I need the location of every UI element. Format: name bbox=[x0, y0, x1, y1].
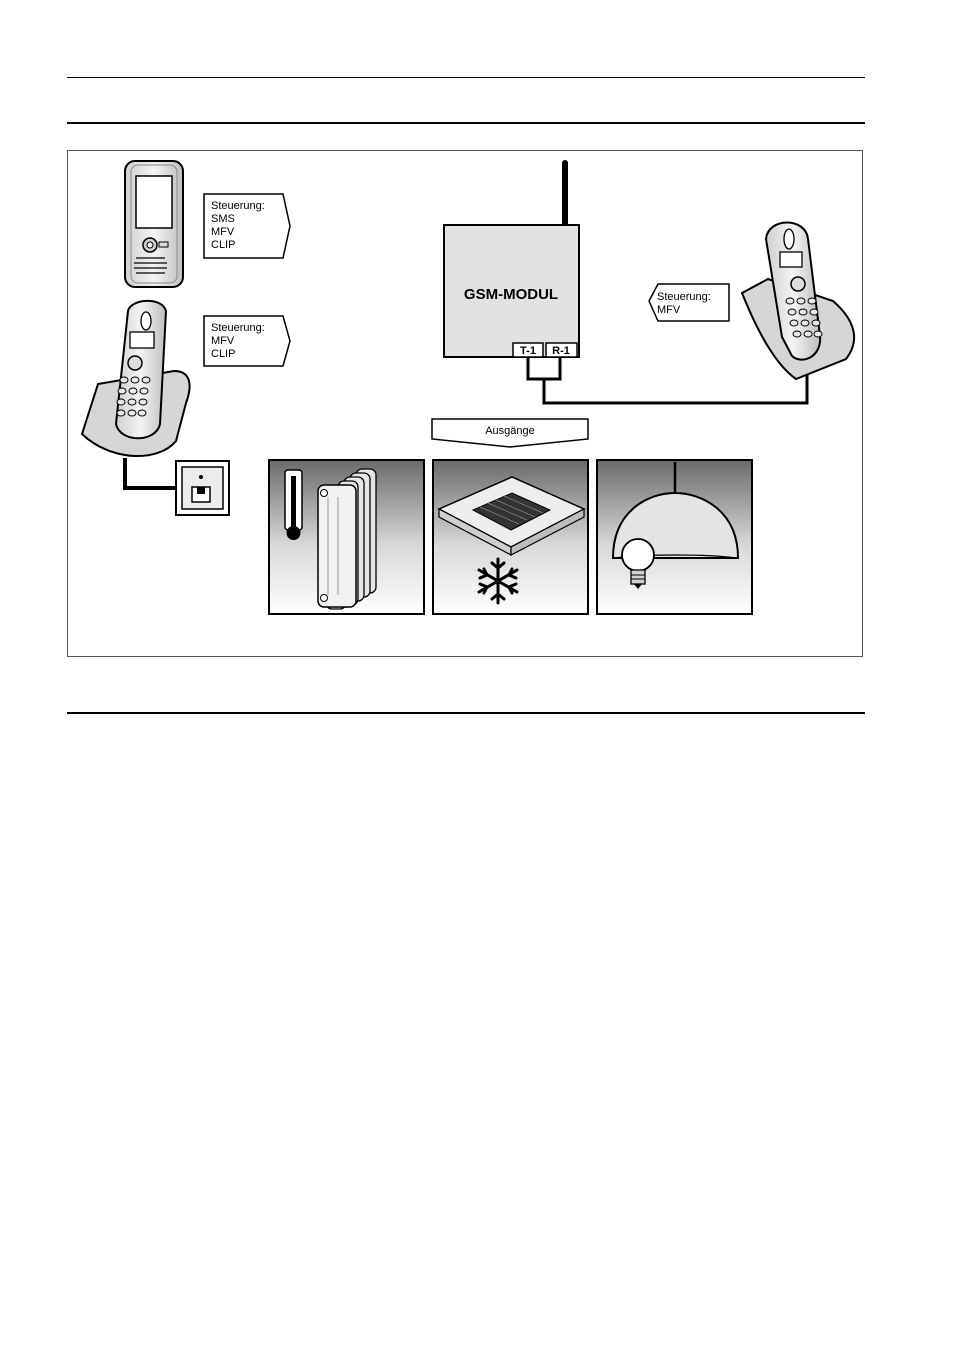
cordless-control-title: Steuerung: bbox=[211, 322, 265, 334]
mobile-control-mfv: MFV bbox=[211, 226, 235, 238]
gsm-module-title: GSM-MODUL bbox=[464, 286, 558, 303]
header-rule bbox=[67, 122, 865, 124]
gsm-module: GSM-MODUL T-1 R-1 bbox=[443, 160, 580, 358]
radiator-icon bbox=[317, 468, 377, 610]
outputs-arrow: Ausgänge bbox=[431, 418, 589, 448]
outputs-label: Ausgänge bbox=[485, 425, 535, 437]
snowflake-icon bbox=[477, 557, 519, 605]
air-conditioner-icon bbox=[437, 476, 586, 556]
phone-wall-socket-icon bbox=[175, 460, 230, 516]
phone-cable bbox=[123, 458, 176, 490]
right-phone-control-label: Steuerung: MFV bbox=[648, 283, 730, 322]
right-control-mfv: MFV bbox=[657, 304, 681, 316]
bottom-rule bbox=[67, 712, 865, 714]
thermometer-icon bbox=[284, 469, 303, 540]
right-cordless-phone-icon bbox=[740, 221, 855, 381]
cordless-phone-icon bbox=[80, 299, 191, 458]
cordless-control-label: Steuerung: MFV CLIP bbox=[203, 315, 291, 367]
terminal-t1-label: T-1 bbox=[520, 345, 536, 357]
mobile-control-clip: CLIP bbox=[211, 239, 235, 251]
output-cooling bbox=[432, 459, 589, 615]
terminal-wiring bbox=[526, 351, 809, 405]
right-control-title: Steuerung: bbox=[657, 291, 711, 303]
mobile-control-sms: SMS bbox=[211, 213, 235, 225]
cordless-control-mfv: MFV bbox=[211, 335, 235, 347]
mobile-control-label: Steuerung: SMS MFV CLIP bbox=[203, 193, 291, 259]
mobile-control-title: Steuerung: bbox=[211, 200, 265, 212]
output-lighting bbox=[596, 459, 753, 615]
cordless-control-clip: CLIP bbox=[211, 348, 235, 360]
top-rule bbox=[67, 77, 865, 78]
gsm-diagram-figure: Steuerung: SMS MFV CLIP Steuerung: MFV C… bbox=[67, 150, 863, 657]
terminal-r1-label: R-1 bbox=[552, 345, 570, 357]
light-bulb-icon bbox=[621, 538, 655, 589]
mobile-phone-icon bbox=[124, 160, 184, 288]
output-heating bbox=[268, 459, 425, 615]
